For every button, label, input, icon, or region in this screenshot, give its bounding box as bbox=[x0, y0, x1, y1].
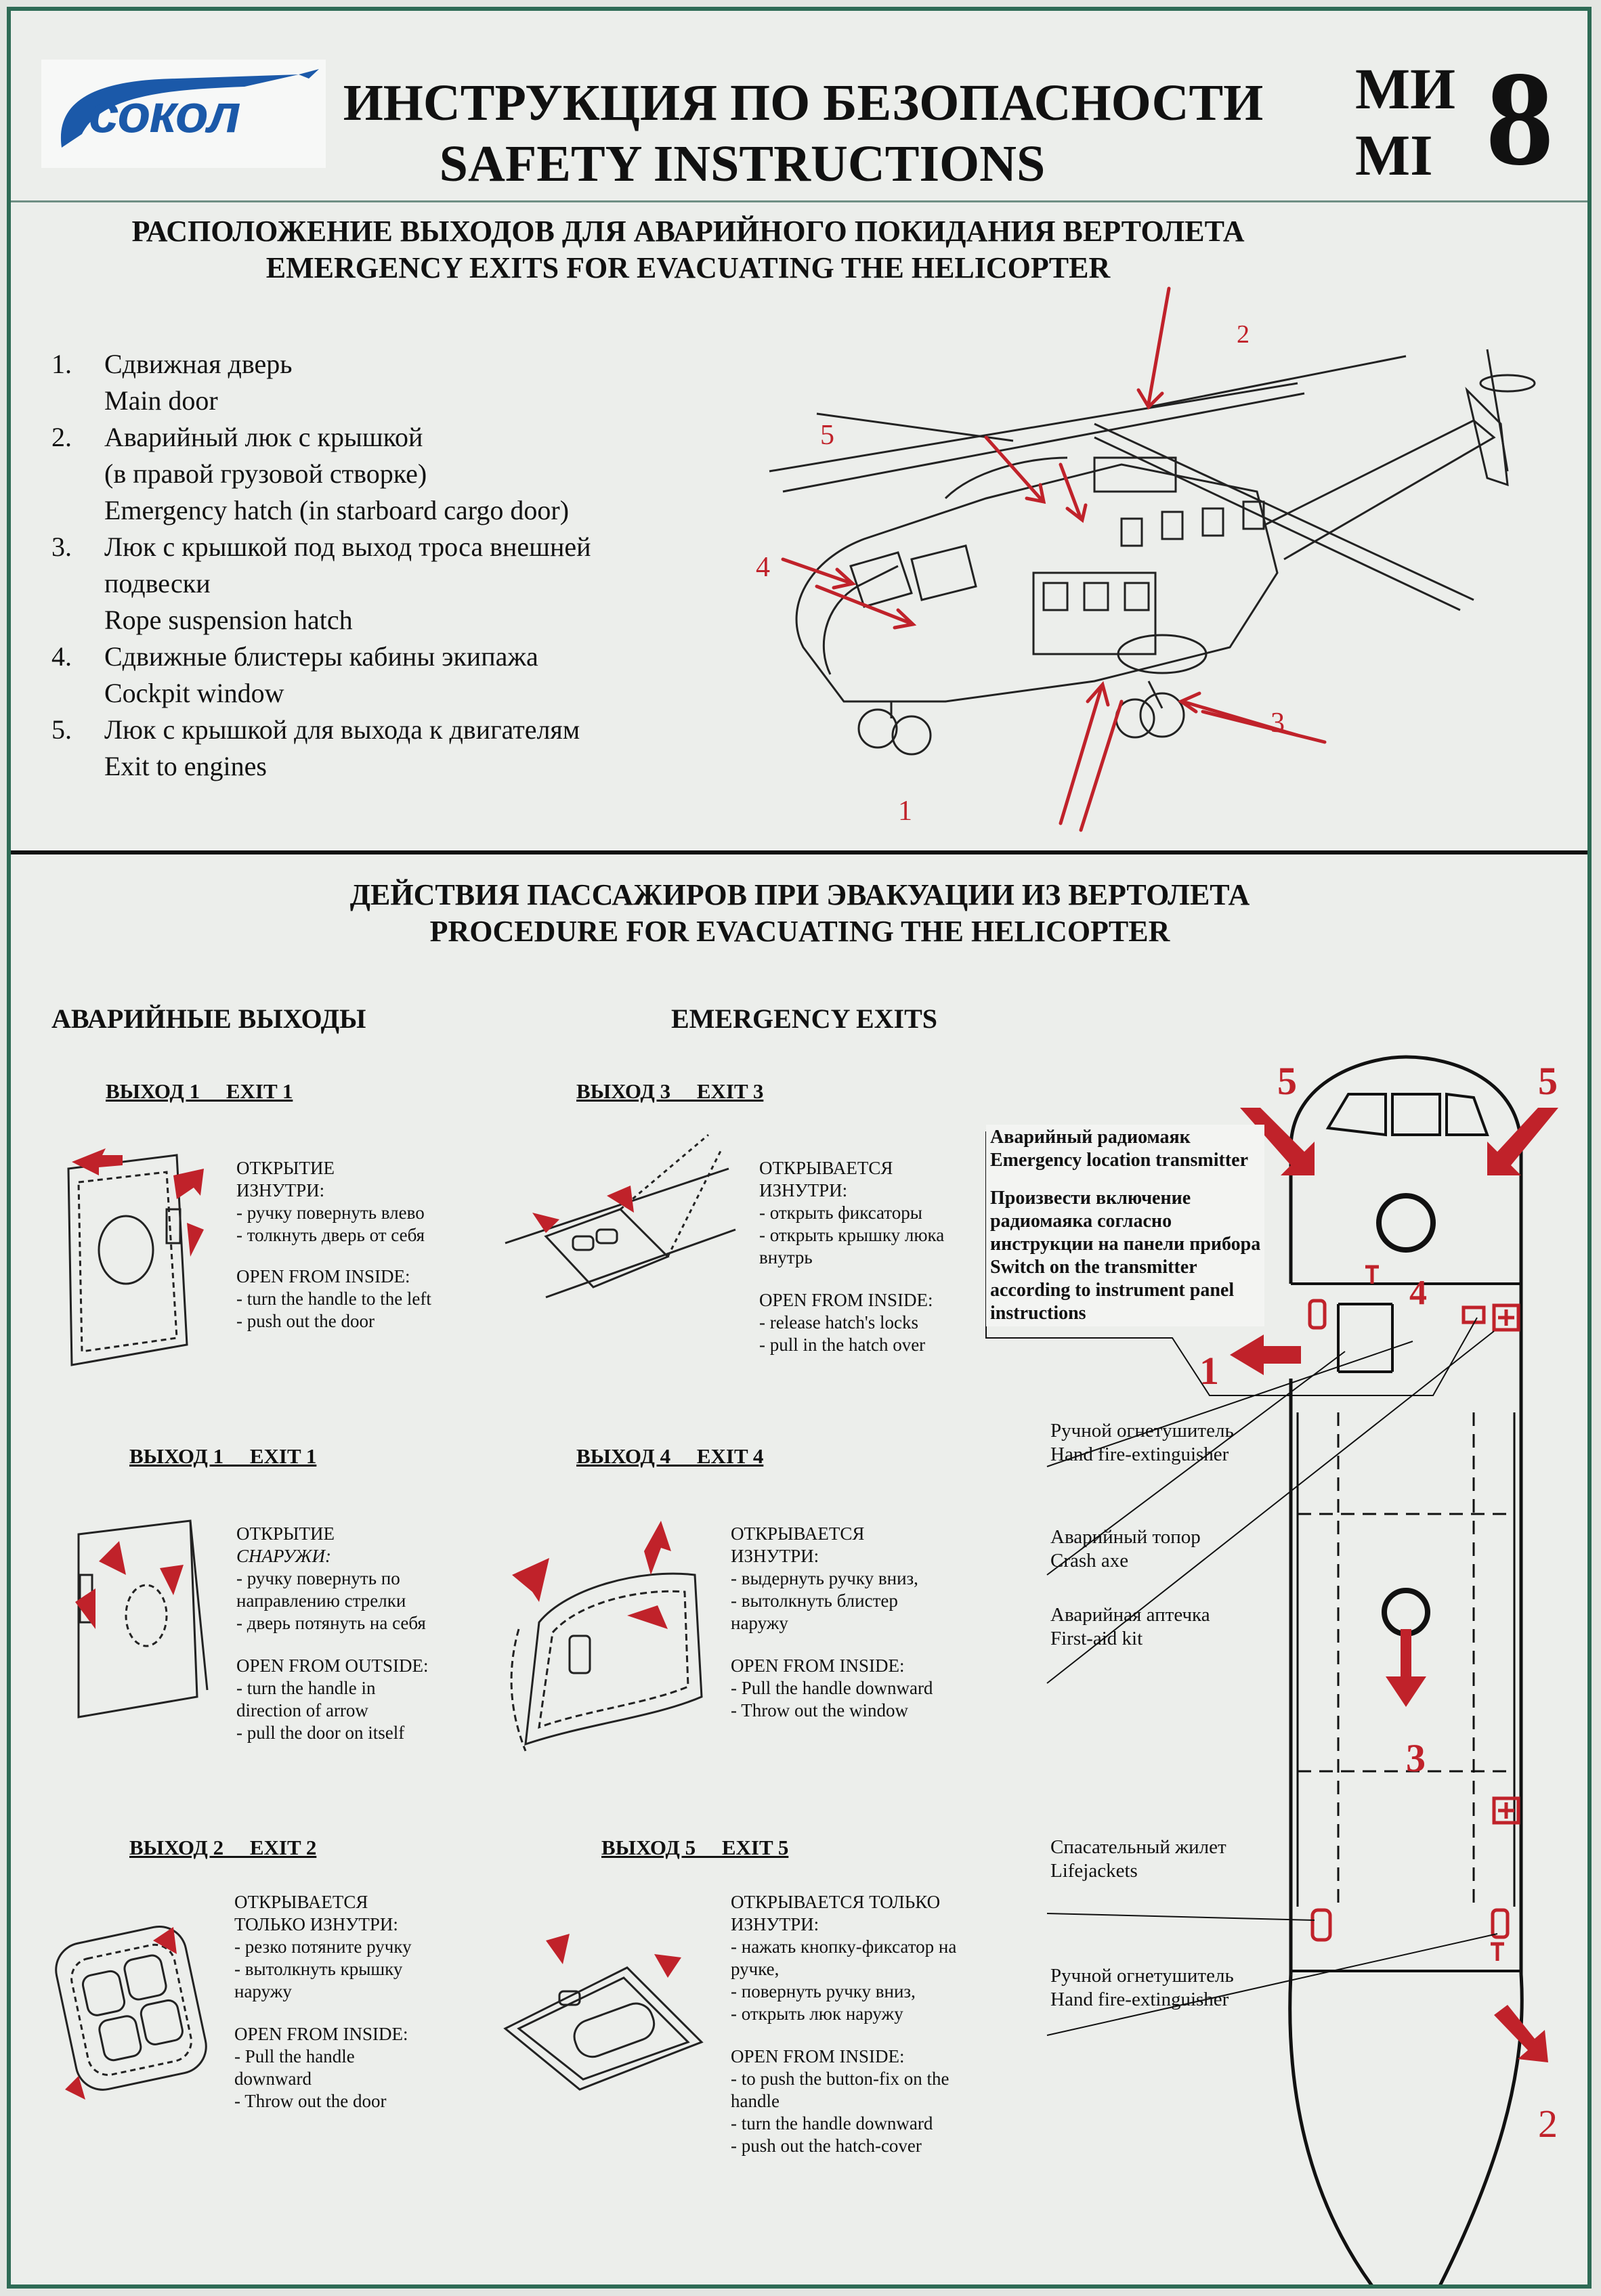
exit1-out-door-icon bbox=[75, 1519, 209, 1718]
exit-item-4: 4.Сдвижные блистеры кабины экипажа bbox=[51, 641, 538, 672]
exit-item-1-en: Main door bbox=[104, 385, 218, 416]
exit1-in-title: ВЫХОД 1 EXIT 1 bbox=[106, 1079, 293, 1103]
plan-num-5-right: 5 bbox=[1538, 1059, 1558, 1103]
exits-title-ru: РАСПОЛОЖЕНИЕ ВЫХОДОВ ДЛЯ АВАРИЙНОГО ПОКИ… bbox=[131, 215, 1245, 248]
plan-num-1: 1 bbox=[1199, 1349, 1219, 1393]
cabin-plan: 5 5 4 1 3 2 bbox=[985, 1055, 1558, 2284]
title-ru: ИНСТРУКЦИЯ ПО БЕЗОПАСНОСТИ bbox=[343, 74, 1264, 131]
plan-num-4: 4 bbox=[1409, 1274, 1427, 1312]
exit3-title: ВЫХОД 3 EXIT 3 bbox=[576, 1079, 764, 1103]
exit-item-3-en: Rope suspension hatch bbox=[104, 605, 353, 635]
exit3-hatch-icon bbox=[505, 1133, 736, 1299]
model-number: 8 bbox=[1486, 44, 1554, 194]
extinguisher-2-label: Ручной огнетушитель Hand fire-extinguish… bbox=[1050, 1965, 1234, 2010]
exit1-out-title: ВЫХОД 1 EXIT 1 bbox=[129, 1444, 317, 1468]
model-en: MI bbox=[1355, 123, 1433, 188]
elt-label: Аварийный радиомаяк Emergency location t… bbox=[986, 1125, 1265, 1326]
exit1-out-text: ОТКРЫТИЕ СНАРУЖИ: - ручку повернуть по н… bbox=[236, 1523, 429, 1743]
callout-1: 1 bbox=[898, 796, 912, 827]
exit-item-2-ru2: (в правой грузовой створке) bbox=[104, 458, 427, 489]
logo-swoosh-icon bbox=[60, 69, 319, 148]
exit-item-3: 3.Люк с крышкой под выход троса внешней bbox=[51, 532, 591, 562]
exit4-text: ОТКРЫВАЕТСЯ ИЗНУТРИ: - выдернуть ручку в… bbox=[731, 1523, 933, 1720]
exit5-title: ВЫХОД 5 EXIT 5 bbox=[601, 1836, 789, 1859]
exit-item-1: 1.Сдвижная дверь bbox=[51, 349, 293, 379]
exits-list: 1.Сдвижная дверь Main door 2.Аварийный л… bbox=[51, 346, 729, 785]
heading-ru: АВАРИЙНЫЕ ВЫХОДЫ bbox=[51, 1003, 366, 1034]
exit2-title: ВЫХОД 2 EXIT 2 bbox=[129, 1836, 317, 1859]
procedure-title-en: PROCEDURE FOR EVACUATING THE HELICOPTER bbox=[429, 915, 1170, 948]
exit2-hatch-icon bbox=[55, 1925, 207, 2100]
exit5-hatch-icon bbox=[503, 1934, 704, 2091]
exit4-title: ВЫХОД 4 EXIT 4 bbox=[576, 1444, 764, 1468]
exits-title-en: EMERGENCY EXITS FOR EVACUATING THE HELIC… bbox=[265, 251, 1111, 284]
header-divider bbox=[11, 200, 1587, 202]
safety-card: сокол ИНСТРУКЦИЯ ПО БЕЗОПАСНОСТИ SAFETY … bbox=[7, 7, 1592, 2289]
helicopter-drawing: 2 5 4 3 1 bbox=[756, 286, 1536, 832]
exit-item-2: 2.Аварийный люк с крышкой bbox=[51, 422, 423, 452]
plan-num-2: 2 bbox=[1538, 2102, 1558, 2146]
plan-num-3: 3 bbox=[1406, 1736, 1426, 1780]
exit-item-2-en: Emergency hatch (in starboard cargo door… bbox=[104, 495, 570, 525]
airline-logo: сокол bbox=[41, 60, 326, 168]
exit-item-3-ru2: подвески bbox=[104, 568, 211, 599]
extinguisher-1-label: Ручной огнетушитель Hand fire-extinguish… bbox=[1050, 1420, 1234, 1465]
heading-en: EMERGENCY EXITS bbox=[671, 1003, 938, 1034]
logo-text: сокол bbox=[89, 83, 241, 144]
plan-num-5-left: 5 bbox=[1277, 1059, 1297, 1103]
section-divider bbox=[11, 850, 1587, 854]
exit-item-5-en: Exit to engines bbox=[104, 751, 267, 781]
axe-label: Аварийный топор Crash axe bbox=[1050, 1526, 1201, 1572]
lifejacket-label: Спасательный жилет Lifejackets bbox=[1050, 1836, 1226, 1882]
exit1-in-door-icon bbox=[67, 1148, 204, 1366]
callout-2: 2 bbox=[1237, 320, 1250, 349]
title-en: SAFETY INSTRUCTIONS bbox=[439, 135, 1046, 192]
exit4-window-icon bbox=[510, 1521, 703, 1752]
procedure-title-ru: ДЕЙСТВИЯ ПАССАЖИРОВ ПРИ ЭВАКУАЦИИ ИЗ ВЕР… bbox=[349, 878, 1250, 911]
exit2-text: ОТКРЫВАЕТСЯ ТОЛЬКО ИЗНУТРИ: - резко потя… bbox=[234, 1892, 412, 2111]
exit3-text: ОТКРЫВАЕТСЯ ИЗНУТРИ: - открыть фиксаторы… bbox=[759, 1158, 945, 1355]
exit5-text: ОТКРЫВАЕТСЯ ТОЛЬКО ИЗНУТРИ: - нажать кно… bbox=[731, 1892, 957, 2156]
first-aid-label: Аварийная аптечка First-aid kit bbox=[1050, 1604, 1210, 1649]
model-ru: МИ bbox=[1355, 56, 1456, 121]
exit-item-5: 5.Люк с крышкой для выхода к двигателям bbox=[51, 714, 580, 745]
callout-5: 5 bbox=[820, 420, 834, 451]
callout-3: 3 bbox=[1271, 708, 1285, 739]
exit-item-4-en: Cockpit window bbox=[104, 678, 284, 708]
exit1-in-text: ОТКРЫТИЕ ИЗНУТРИ: - ручку повернуть влев… bbox=[236, 1158, 431, 1331]
callout-4: 4 bbox=[756, 552, 770, 583]
